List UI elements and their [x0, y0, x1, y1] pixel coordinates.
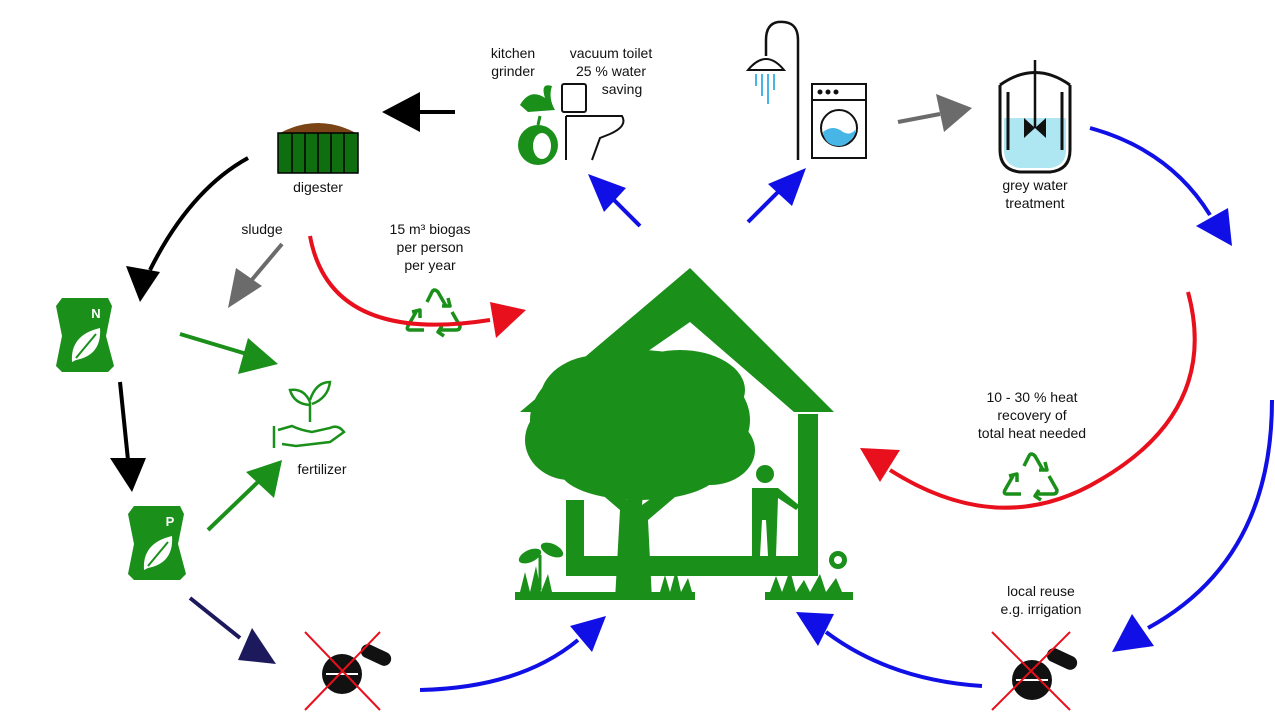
- arrow-p-bag-to-fertilizer: [206, 460, 282, 532]
- arrow-local-reuse-to-house: [796, 612, 983, 688]
- kitchen-grinder-apple-icon: [518, 85, 558, 165]
- biogas-label: 15 m³ biogas per person per year: [375, 220, 485, 274]
- arrow-house-to-shower: [746, 168, 806, 224]
- digester-label: digester: [293, 179, 343, 195]
- biogas-line-1: 15 m³ biogas: [389, 221, 471, 237]
- pill-crossed-icon: [304, 631, 392, 711]
- arrow-n-bag-to-p-bag: [110, 381, 146, 492]
- arrow-grinder-to-digester: [382, 92, 455, 132]
- arrow-pill-to-house: [419, 616, 606, 692]
- grey-water-line-1: grey water: [1002, 177, 1068, 193]
- vacuum-toilet-line-3: saving: [601, 81, 643, 97]
- washing-machine-icon: [811, 83, 867, 159]
- arrow-shower-to-grey-water: [897, 94, 972, 132]
- local-reuse-line-2: e.g. irrigation: [1000, 601, 1082, 617]
- kitchen-grinder-label: kitchen grinder: [480, 44, 546, 80]
- pill-crossed-icon: [991, 631, 1078, 711]
- vacuum-toilet-line-2: 25 % water: [575, 63, 647, 79]
- kitchen-grinder-line-1: kitchen: [490, 45, 536, 61]
- arrow-house-to-toilet: [588, 174, 642, 228]
- heat-recovery-line-2: recovery of: [997, 407, 1067, 423]
- biogas-line-2: per person: [396, 239, 464, 255]
- recycle-icon: [1002, 452, 1059, 502]
- shower-icon: [745, 20, 800, 160]
- recycle-icon: [405, 288, 462, 338]
- arrow-to-local-reuse: [1112, 399, 1274, 652]
- sludge-label: sludge: [241, 221, 283, 237]
- arrow-p-bag-to-pill: [188, 596, 276, 664]
- vacuum-toilet-icon: [561, 83, 625, 161]
- arrow-digester-to-n-bag: [126, 156, 249, 302]
- grey-water-treatment-label: grey water treatment: [980, 176, 1090, 212]
- heat-recovery-label: 10 - 30 % heat recovery of total heat ne…: [962, 388, 1102, 442]
- arrow-n-bag-to-fertilizer: [179, 332, 278, 374]
- arrow-biogas-to-house: [308, 235, 526, 338]
- heat-recovery-line-1: 10 - 30 % heat: [986, 389, 1078, 405]
- grey-water-reactor-icon: [998, 60, 1072, 174]
- arrow-sludge: [228, 242, 284, 308]
- biogas-line-3: per year: [404, 257, 456, 273]
- digester-tank-icon: [277, 123, 359, 174]
- fertilizer-bag-n-icon: [56, 298, 114, 372]
- arrow-heat-recovery-to-house: [860, 291, 1197, 510]
- vacuum-toilet-line-1: vacuum toilet: [569, 45, 653, 61]
- plant-in-hand-icon: [272, 380, 346, 448]
- bag-n-letter: N: [91, 306, 100, 321]
- house-tree-person-icon: [515, 268, 853, 600]
- fertilizer-label: fertilizer: [297, 461, 347, 477]
- vacuum-toilet-label: vacuum toilet 25 % water saving: [556, 44, 666, 98]
- bag-p-letter: P: [166, 514, 175, 529]
- local-reuse-label: local reuse e.g. irrigation: [976, 582, 1106, 618]
- arrow-grey-water-down: [1089, 126, 1232, 246]
- local-reuse-line-1: local reuse: [1007, 583, 1075, 599]
- fertilizer-bag-p-icon: [128, 506, 186, 580]
- kitchen-grinder-line-2: grinder: [491, 63, 535, 79]
- heat-recovery-line-3: total heat needed: [977, 425, 1087, 441]
- grey-water-line-2: treatment: [1005, 195, 1065, 211]
